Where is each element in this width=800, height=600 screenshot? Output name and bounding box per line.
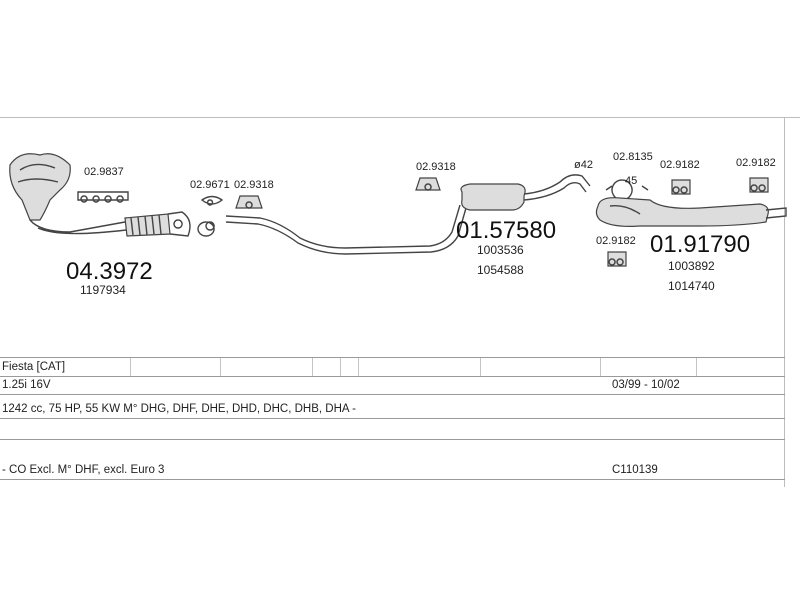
table-divider (358, 358, 359, 376)
rubber-mount-3-part[interactable] (607, 251, 627, 267)
flex-pipe-part[interactable] (124, 211, 191, 237)
rear-silencer-code: 01.91790 (650, 231, 750, 258)
front-hanger-part[interactable] (235, 195, 263, 209)
middle-silencer-ref1: 1003536 (477, 243, 524, 257)
catalog-code: C110139 (612, 464, 658, 476)
middle-silencer-code: 01.57580 (456, 217, 556, 244)
rubber-mount-1-part[interactable] (671, 179, 691, 195)
table-row-blank (0, 419, 785, 440)
manifold-gasket-part[interactable] (77, 191, 129, 203)
clamp-part[interactable]: 45 (605, 175, 649, 201)
rear-silencer-ref1: 1003892 (668, 259, 715, 273)
table-divider (130, 358, 131, 376)
rubber-mount-3-code: 02.9182 (596, 235, 636, 247)
table-row-engine: 1.25i 16V 03/99 - 10/02 (0, 376, 785, 395)
table-row-note: - CO Excl. M° DHF, excl. Euro 3 C110139 (0, 461, 785, 480)
manifold-catalyst-part[interactable] (9, 153, 127, 235)
rear-silencer-part[interactable] (595, 197, 787, 227)
manifold-ref: 1197934 (80, 283, 126, 297)
frame-top-line (0, 117, 800, 118)
rubber-mount-2-part[interactable] (749, 177, 769, 193)
engine-name: 1.25i 16V (2, 379, 51, 391)
production-years: 03/99 - 10/02 (612, 379, 680, 391)
mid-hanger-code: 02.9318 (416, 161, 456, 173)
manifold-code: 04.3972 (66, 258, 153, 285)
middle-silencer-part[interactable] (460, 174, 591, 211)
table-divider (220, 358, 221, 376)
middle-silencer-ref2: 1054588 (477, 263, 524, 277)
model-name: Fiesta [CAT] (2, 361, 66, 373)
rubber-mount-2-code: 02.9182 (736, 157, 776, 169)
pipe-diameter-label: ø42 (574, 159, 593, 171)
frame-right-line (784, 117, 785, 487)
table-divider (312, 358, 313, 376)
table-divider (696, 358, 697, 376)
table-row-spec: 1242 cc, 75 HP, 55 KW M° DHG, DHF, DHE, … (0, 400, 785, 419)
table-divider (340, 358, 341, 376)
front-hanger-code: 02.9318 (234, 179, 274, 191)
manifold-gasket-code: 02.9837 (84, 166, 124, 178)
clamp-code: 02.8135 (613, 151, 653, 163)
front-gasket-code: 02.9671 (190, 179, 230, 191)
table-row-model: Fiesta [CAT] (0, 357, 785, 377)
table-divider (600, 358, 601, 376)
table-divider (480, 358, 481, 376)
front-gasket-part[interactable] (197, 195, 224, 237)
engine-spec: 1242 cc, 75 HP, 55 KW M° DHG, DHF, DHE, … (2, 403, 356, 415)
mid-hanger-part[interactable] (415, 177, 441, 191)
rear-silencer-ref2: 1014740 (668, 279, 715, 293)
rubber-mount-1-code: 02.9182 (660, 159, 700, 171)
application-note: - CO Excl. M° DHF, excl. Euro 3 (2, 464, 165, 476)
front-pipe-part[interactable] (225, 204, 467, 255)
clamp-size: 45 (625, 175, 637, 187)
